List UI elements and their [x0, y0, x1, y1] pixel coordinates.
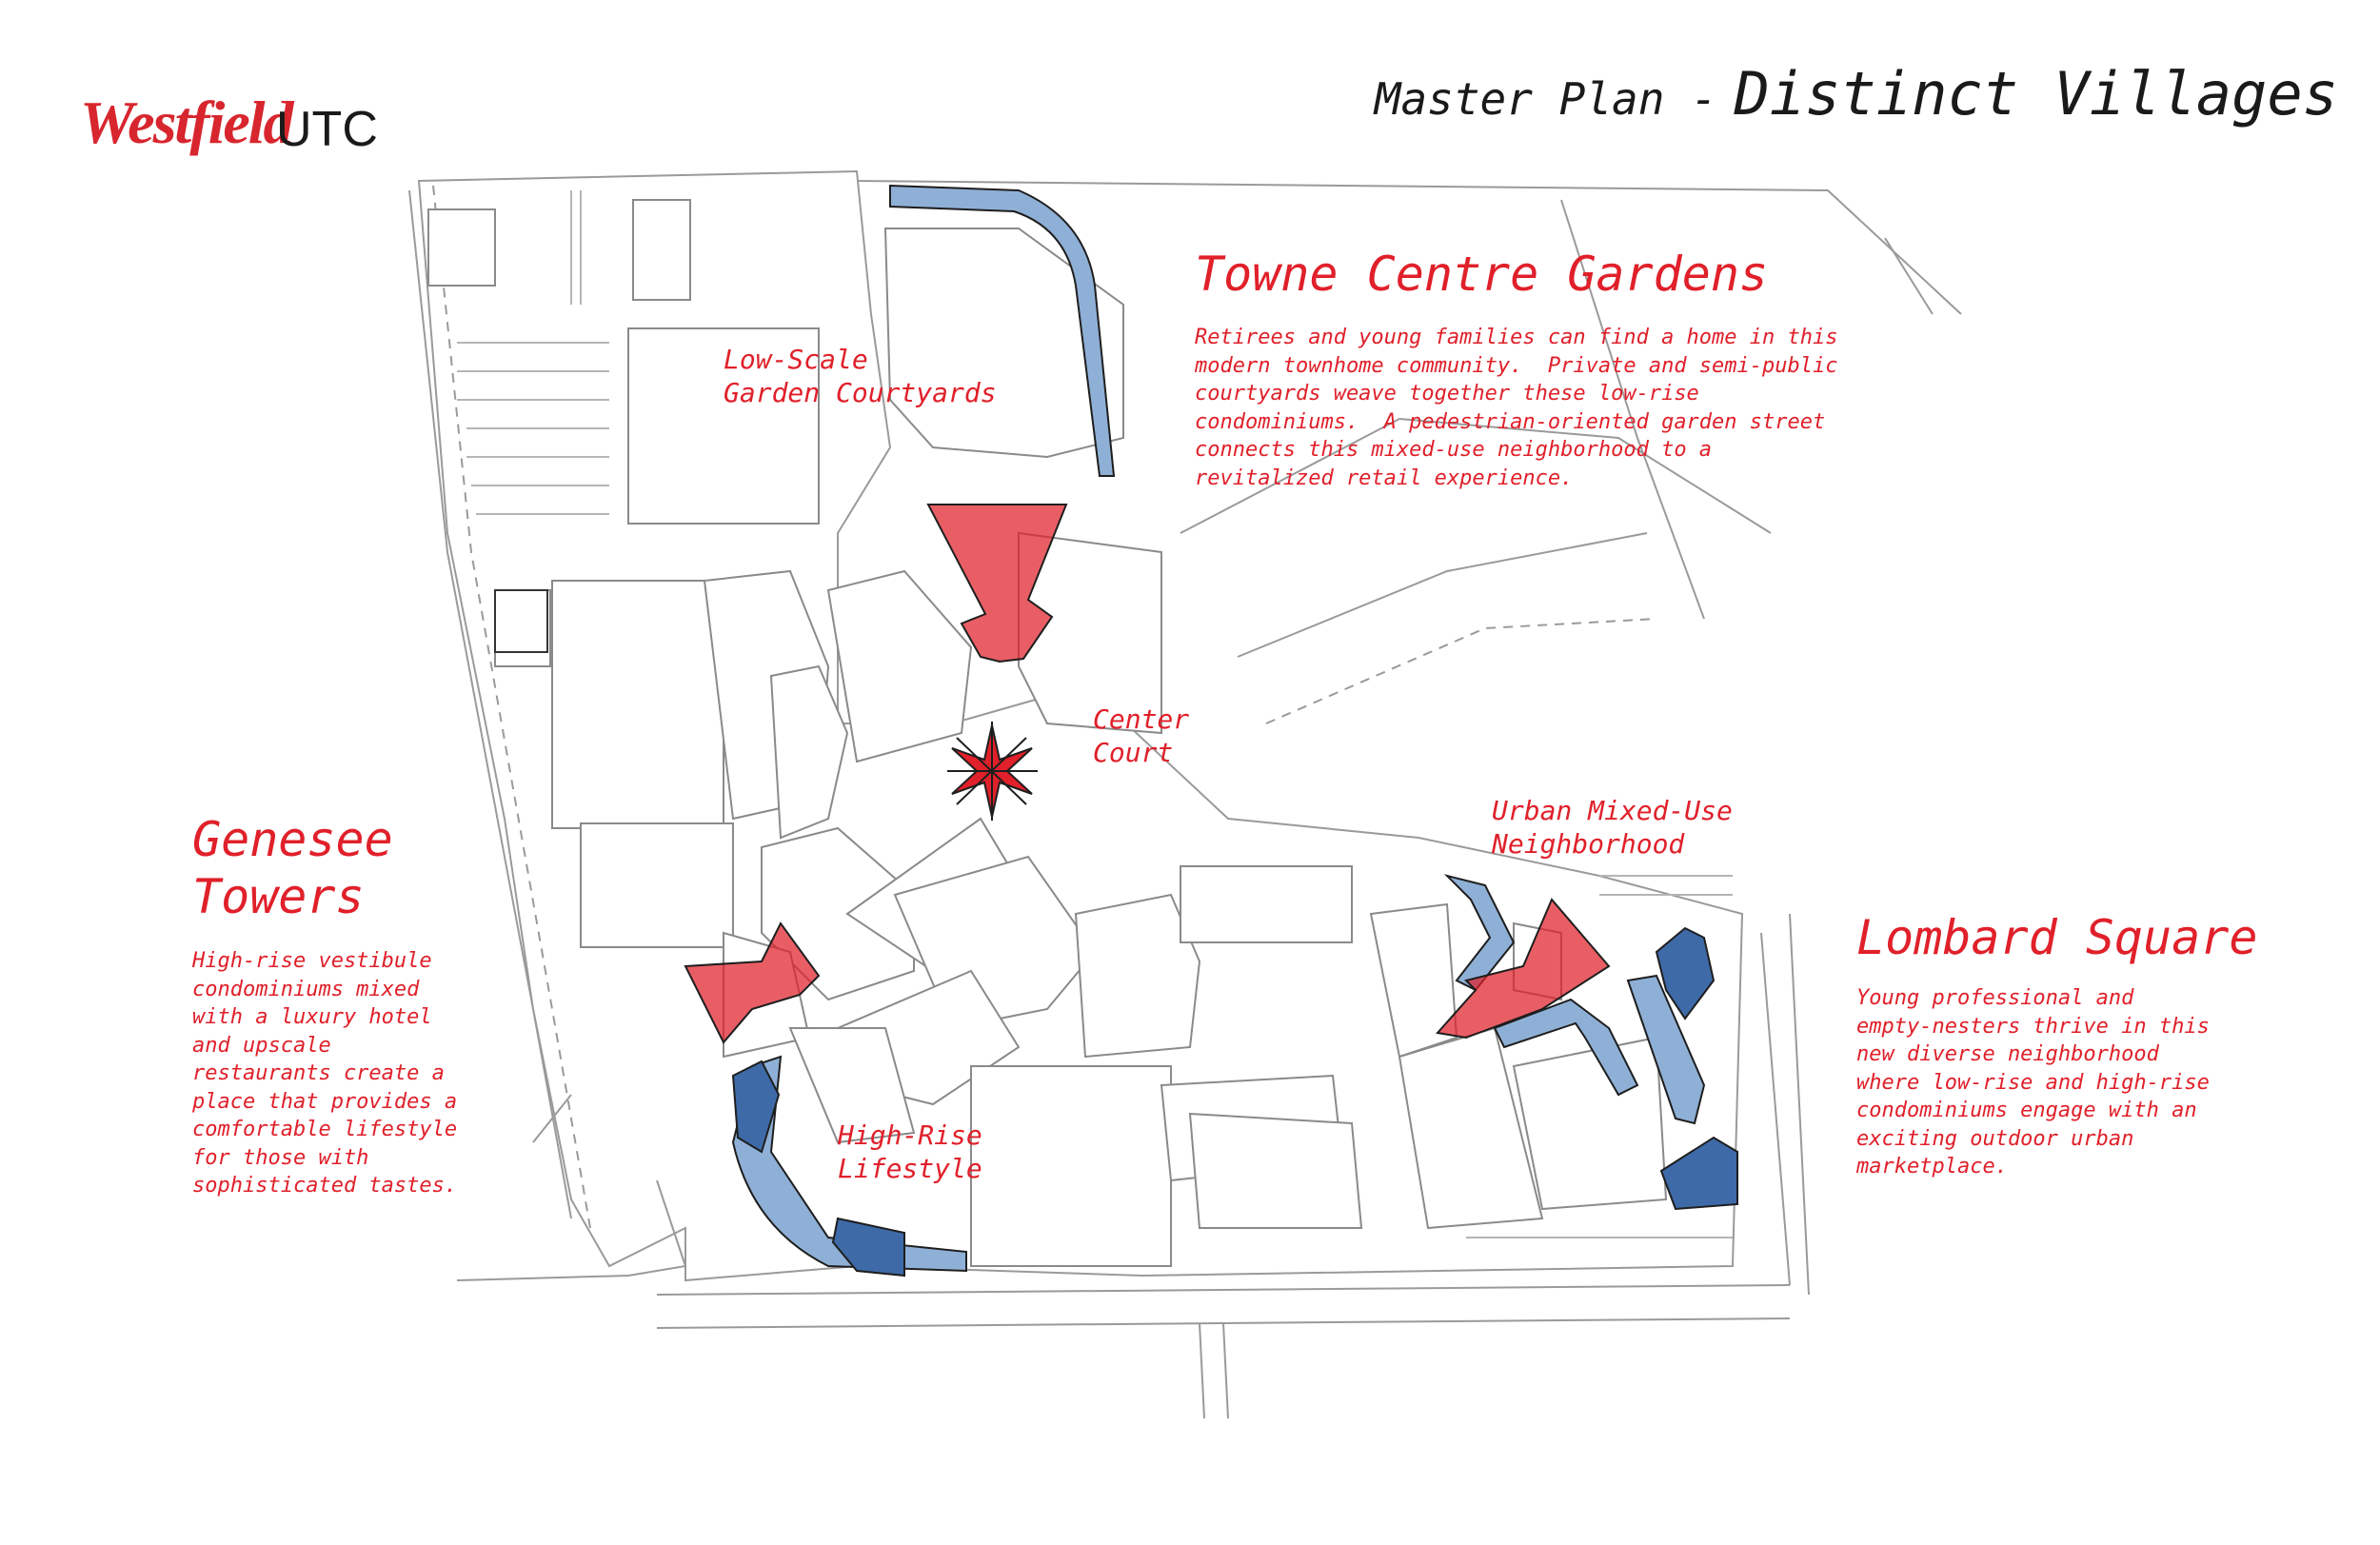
north-arrow-red — [926, 504, 1068, 664]
genesee-blue-strip — [731, 1055, 967, 1273]
towne-centre-heading: Towne Centre Gardens — [1195, 247, 1769, 302]
center-court-star-icon — [947, 722, 1038, 821]
towne-centre-description: Retirees and young families can find a h… — [1195, 326, 1838, 490]
lombard-blue-strip-2 — [1493, 998, 1639, 1097]
genesee-dark-blue-2 — [831, 1217, 905, 1278]
center-court-label: Center Court — [1093, 703, 1190, 768]
lombard-blue-strip-3 — [1626, 974, 1706, 1125]
east-arrow-red — [1436, 898, 1611, 1040]
parking-rows — [457, 190, 1733, 1238]
red-arrows — [684, 504, 1611, 1044]
low-scale-courtyards-label: Low-Scale Garden Courtyards — [724, 344, 997, 408]
lombard-heading: Lombard Square — [1856, 910, 2258, 965]
logo-sub: UTC — [276, 102, 378, 157]
site-outline — [408, 169, 1962, 1419]
urban-mixed-use-label: Urban Mixed-Use Neighborhood — [1492, 795, 1733, 860]
logo-brand: Westfield — [80, 89, 294, 156]
lombard-dark-blue-1 — [1655, 926, 1716, 1020]
genesee-heading: Genesee Towers — [192, 812, 393, 924]
southwest-arrow-red — [684, 921, 821, 1044]
lombard-blue-strip-1 — [1443, 874, 1516, 992]
high-rise-lifestyle-label: High-Rise Lifestyle — [838, 1119, 982, 1184]
towne-centre-blue-strip — [889, 184, 1116, 477]
title-prefix: Master Plan - — [1374, 73, 1717, 125]
genesee-description: High-rise vestibule condominiums mixed w… — [192, 949, 458, 1198]
lombard-dark-blue-2 — [1659, 1136, 1738, 1211]
page-title: Master Plan - Distinct Villages — [1375, 59, 2338, 129]
lombard-description: Young professional and empty-nesters thr… — [1856, 986, 2210, 1179]
genesee-dark-blue-1 — [731, 1060, 781, 1154]
title-main: Distinct Villages — [1734, 59, 2338, 129]
